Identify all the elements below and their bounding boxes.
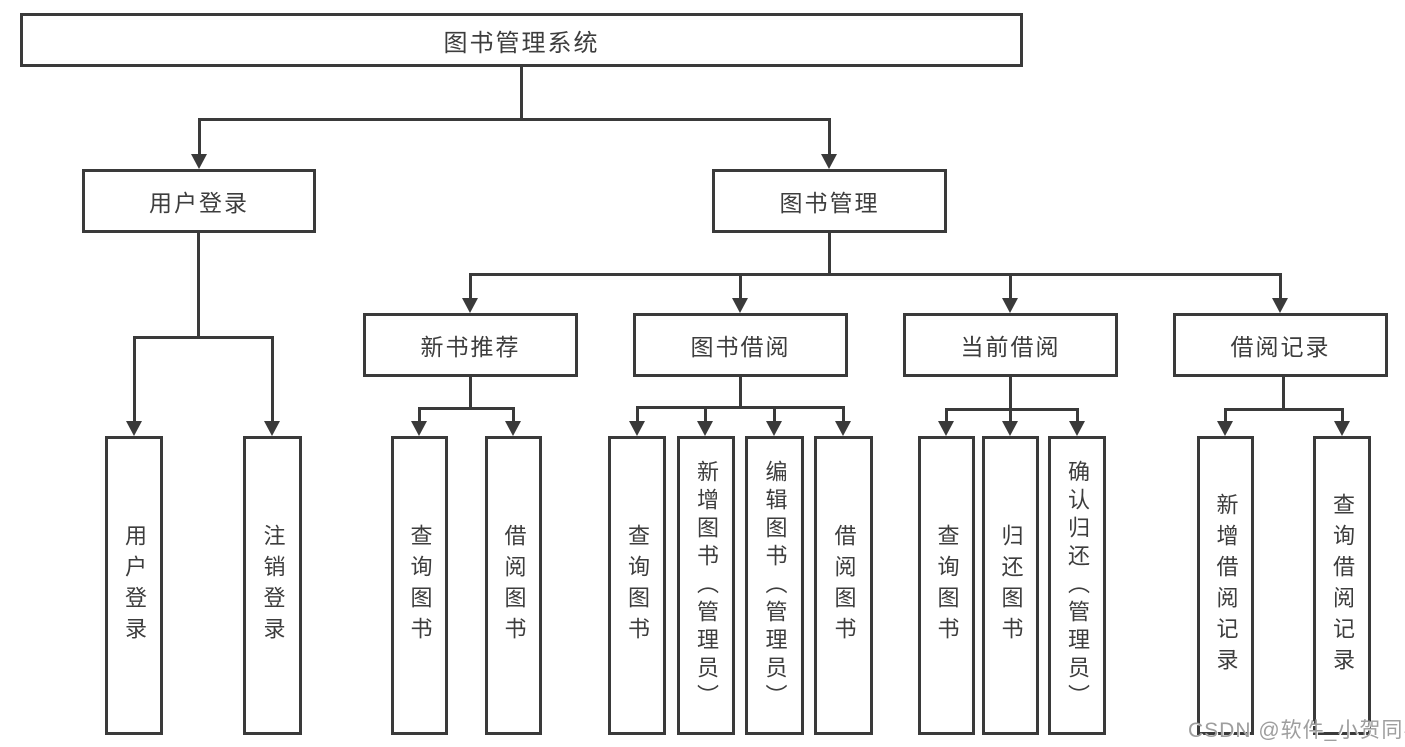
node-book-management-label: 图书管理 [779,190,880,216]
node-book-borrowing: 图书借阅 [633,313,848,377]
connector-arrow [629,409,646,436]
connector-hline [945,408,1079,411]
leaf-user-login: 用户登录 [105,436,163,735]
connector-arrow [766,409,783,436]
connector-arrow [835,409,852,436]
connector-arrow [821,121,838,169]
leaf-query-borrow-record: 查询借阅记录 [1313,436,1371,735]
leaf-confirm-return-admin-label: 确认归还（管理员） [1065,459,1090,712]
connector-arrow [411,410,428,436]
connector-arrow [1334,411,1351,436]
connector-arrow [264,339,281,436]
leaf-borrow-books-recommend: 借阅图书 [485,436,542,735]
node-root: 图书管理系统 [20,13,1023,67]
leaf-confirm-return-admin: 确认归还（管理员） [1048,436,1106,735]
node-user-login-label: 用户登录 [149,190,249,216]
csdn-watermark: CSDN @软件_小贺同学 [1188,719,1405,742]
leaf-query-books-current-label: 查询图书 [934,523,960,648]
connector-arrow [1069,411,1086,436]
connector-hline [1224,408,1344,411]
leaf-query-books-recommend-label: 查询图书 [407,523,433,648]
connector-arrow [505,410,522,436]
leaf-borrow-books-borrowing-label: 借阅图书 [831,523,857,648]
leaf-user-login-label: 用户登录 [122,523,147,648]
connector-vline [1009,377,1012,411]
connector-arrow [462,276,479,313]
leaf-query-books-current: 查询图书 [918,436,975,735]
connector-arrow [697,409,714,436]
leaf-return-books: 归还图书 [982,436,1039,735]
node-book-management: 图书管理 [712,169,947,233]
connector-arrow [1272,276,1289,313]
leaf-edit-books-admin: 编辑图书（管理员） [745,436,804,735]
connector-arrow [126,339,143,436]
connector-hline [636,406,845,409]
node-new-book-recommend-label: 新书推荐 [420,334,521,360]
node-borrowing-records-label: 借阅记录 [1230,334,1331,360]
leaf-edit-books-admin-label: 编辑图书（管理员） [762,459,788,712]
node-new-book-recommend: 新书推荐 [363,313,578,377]
connector-hline [469,273,1282,276]
connector-arrow [938,411,955,436]
leaf-return-books-label: 归还图书 [998,523,1024,648]
connector-vline [828,233,831,276]
connector-vline [197,233,200,339]
connector-hline [133,336,274,339]
leaf-borrow-books-borrowing: 借阅图书 [814,436,873,735]
leaf-query-borrow-record-label: 查询借阅记录 [1330,492,1355,679]
connector-arrow [732,276,749,313]
leaf-add-borrow-record-label: 新增借阅记录 [1213,492,1239,679]
leaf-add-borrow-record: 新增借阅记录 [1197,436,1254,735]
connector-vline [469,377,472,410]
node-user-login: 用户登录 [82,169,316,233]
leaf-add-books-admin: 新增图书（管理员） [677,436,735,735]
connector-hline [418,407,515,410]
leaf-borrow-books-recommend-label: 借阅图书 [501,523,527,648]
connector-vline [739,377,742,409]
node-borrowing-records: 借阅记录 [1173,313,1388,377]
leaf-query-books-recommend: 查询图书 [391,436,448,735]
connector-arrow [1002,276,1019,313]
node-root-label: 图书管理系统 [443,29,600,57]
connector-arrow [191,121,208,169]
leaf-logout: 注销登录 [243,436,302,735]
connector-hline [198,118,831,121]
node-book-borrowing-label: 图书借阅 [690,334,791,360]
leaf-logout-label: 注销登录 [260,523,286,648]
connector-arrow [1002,411,1019,436]
node-current-borrowing: 当前借阅 [903,313,1118,377]
connector-vline [520,67,523,121]
leaf-add-books-admin-label: 新增图书（管理员） [694,459,719,712]
connector-vline [1282,377,1285,411]
connector-arrow [1217,411,1234,436]
node-current-borrowing-label: 当前借阅 [960,334,1061,360]
leaf-query-books-borrowing: 查询图书 [608,436,666,735]
leaf-query-books-borrowing-label: 查询图书 [625,523,650,648]
